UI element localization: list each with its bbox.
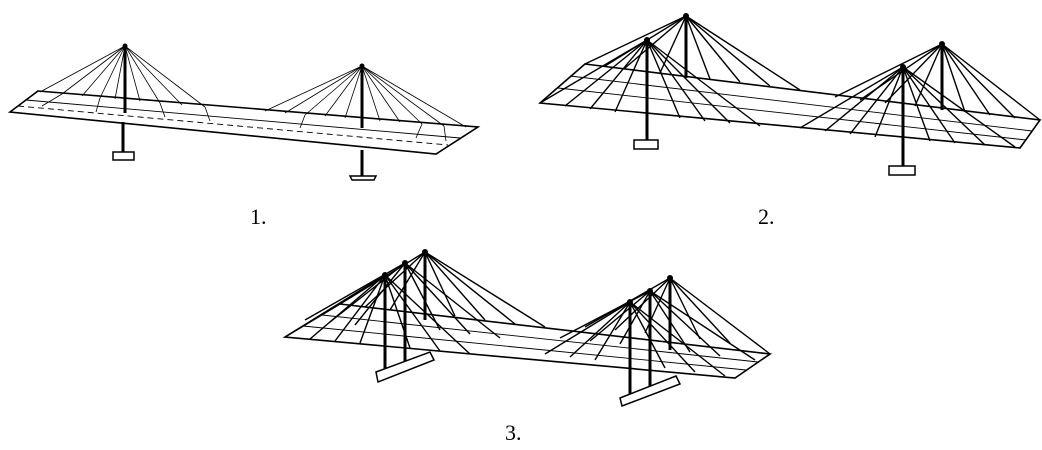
figure-label-2: 2. [758, 204, 775, 229]
bridge-3-cables-left [284, 251, 546, 355]
figure-label-1: 1. [250, 204, 267, 229]
bridge-3-pier-right [619, 375, 682, 408]
bridge-2-cables-right [799, 43, 1041, 148]
bridge-1-single-plane [7, 43, 481, 181]
bridge-1-pier-right [348, 175, 378, 181]
bridge-2-double-plane [538, 13, 1042, 176]
bridge-3-cables-right [544, 277, 771, 377]
bridge-3-deck-lane [321, 314, 759, 363]
bridge-1-cables-left [39, 45, 211, 122]
bridge-1-deck [7, 90, 481, 155]
bridge-2-deck [538, 63, 1042, 149]
bridge-3-triple-plane [282, 249, 773, 408]
figure-label-3: 3. [505, 420, 522, 445]
bridge-3-deck-lane [302, 325, 747, 371]
bridge-3-pier-left [375, 351, 436, 384]
bridge-2-pier-left [633, 139, 659, 150]
bridge-2-deck-lane [557, 87, 1027, 141]
bridge-1-deck-lane [25, 99, 461, 139]
bridge-1-cables-right [264, 65, 467, 142]
bridge-2-cables-left [539, 15, 801, 127]
bridge-1-deck-lane [17, 105, 449, 146]
bridge-3-deck [282, 303, 773, 379]
bridge-2-pier-right [888, 165, 916, 176]
bridge-1-pier-left [112, 151, 135, 161]
